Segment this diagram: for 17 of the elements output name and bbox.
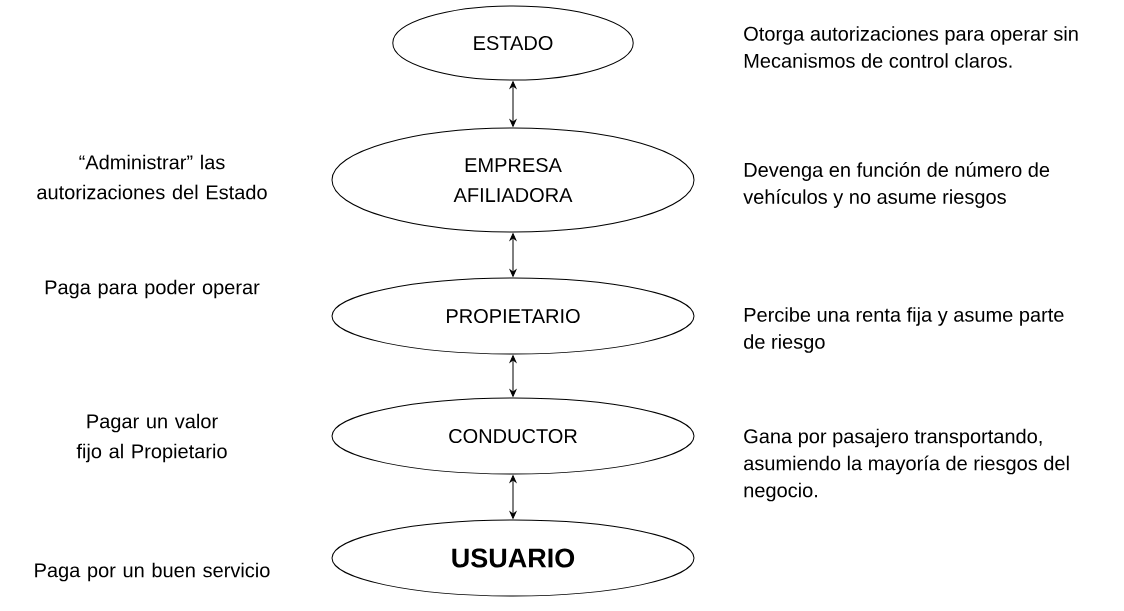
ellipse-node: ESTADO (392, 5, 634, 81)
side-note: Pagar un valor fijo al Propietario (76, 413, 227, 463)
ellipse-node: EMPRESA AFILIADORA (331, 127, 695, 233)
side-note: Paga por un buen servicio (35, 562, 270, 582)
ellipse-node: CONDUCTOR (331, 397, 695, 475)
double-arrow (509, 81, 517, 127)
double-arrow (509, 355, 517, 397)
ellipse-node: PROPIETARIO (331, 277, 695, 355)
side-note: Devenga en función de número de vehículos y no asume riesgos (743, 162, 1050, 208)
side-note: Otorga autorizaciones para operar sin Mecanismos de control claros. (744, 26, 1078, 68)
double-arrow (509, 233, 517, 277)
side-note: Gana por pasajero transportando, asumiendo la mayoría de riesgos del negocio. (744, 428, 1069, 502)
side-note: “Administrar” las autorizaciones del Estado (37, 154, 267, 200)
side-note: Percibe una renta fija y asume parte de riesgo (744, 307, 1064, 353)
ellipse-node: USUARIO (331, 519, 695, 597)
side-note: Paga para poder operar (45, 279, 260, 299)
double-arrow (509, 475, 517, 519)
